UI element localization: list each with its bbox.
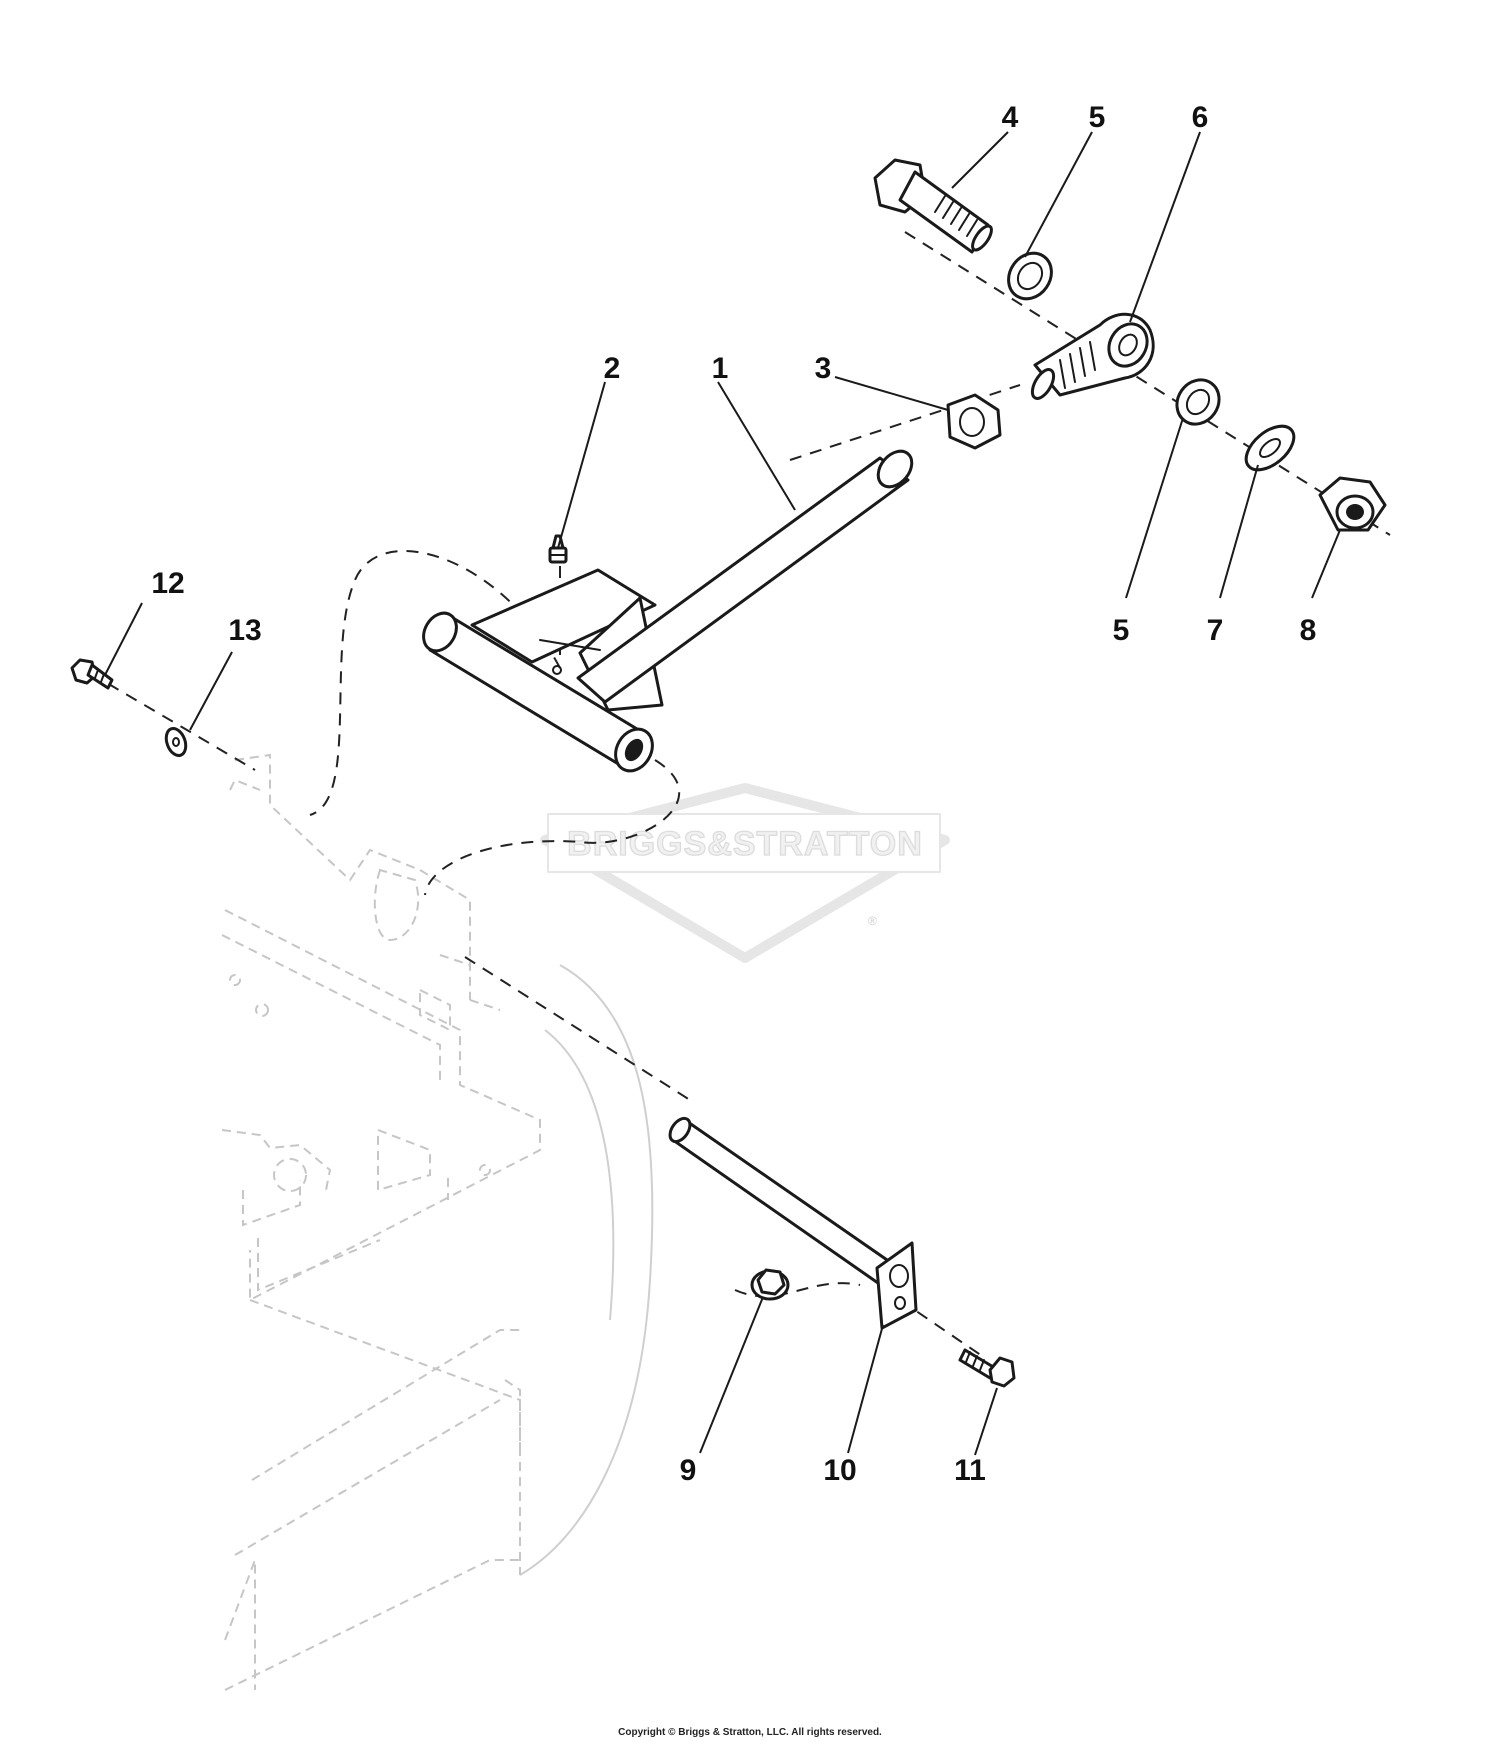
watermark-text: BRIGGS&STRATTON [567, 825, 923, 863]
part-8-lock-nut [1318, 476, 1387, 532]
callout-6: 6 [1192, 101, 1209, 134]
part-5-lower-spacer [1175, 378, 1221, 426]
callout-3: 3 [815, 352, 832, 385]
callout-2: 2 [604, 352, 621, 385]
leader-lines [104, 131, 1341, 1456]
part-7-flat-washer [1244, 424, 1296, 472]
watermark-diamond [540, 783, 950, 963]
part-9-flange-nut [750, 1268, 790, 1301]
part-10-pivot-bracket [668, 1116, 918, 1330]
copyright-notice: Copyright © Briggs & Stratton, LLC. All … [618, 1727, 882, 1738]
callout-4: 4 [1002, 101, 1019, 134]
part-6-rod-end [1030, 312, 1155, 400]
part-11-screw [958, 1348, 1016, 1388]
callout-8: 8 [1300, 614, 1317, 647]
callout-7: 7 [1207, 614, 1224, 647]
part-5-upper-spacer [1007, 251, 1053, 301]
callout-12: 12 [151, 567, 184, 600]
part-13-washer [164, 726, 188, 758]
callout-9: 9 [680, 1454, 697, 1487]
assembly-lines [89, 231, 1391, 1359]
callout-13: 13 [228, 614, 261, 647]
part-3-hex-nut [946, 393, 1002, 450]
callout-5-lower: 5 [1113, 614, 1130, 647]
watermark-registered-mark: ® [868, 914, 877, 928]
part-1-t-handle [422, 449, 914, 773]
brand-watermark: BRIGGS&STRATTON ® [540, 783, 950, 963]
callout-10: 10 [823, 1454, 856, 1487]
callout-labels: 1 2 3 4 5 6 5 7 8 9 10 11 12 13 [151, 101, 1316, 1487]
part-2-grease-fitting [548, 534, 568, 564]
callout-11: 11 [954, 1454, 986, 1487]
part-4-hex-bolt [873, 158, 993, 254]
mower-deck-ghost [221, 753, 654, 1691]
callout-5-upper: 5 [1089, 101, 1106, 134]
callout-1: 1 [712, 352, 729, 385]
